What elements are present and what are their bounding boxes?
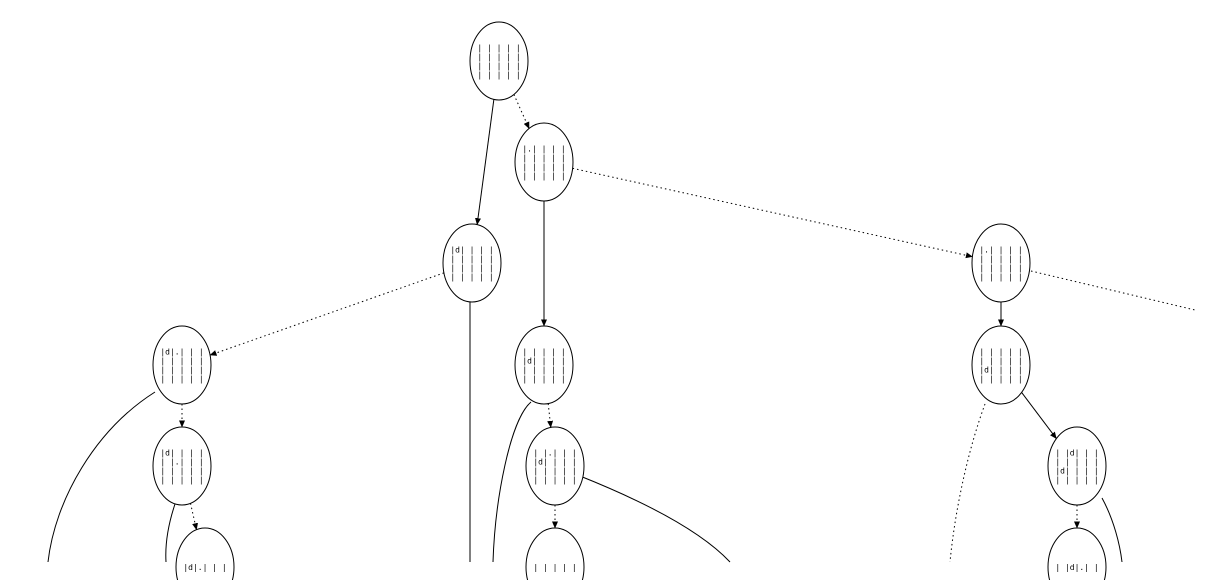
- node-ellipse: [1047, 527, 1107, 580]
- edge-n0-n1: [513, 94, 530, 130]
- node-ellipse: [152, 325, 212, 405]
- node-ellipse: [469, 21, 529, 101]
- tree-node-n10: | | | | || | | | ||d| | | || | | | |: [971, 325, 1031, 405]
- node-state-row: |.| | | |: [522, 145, 565, 154]
- node-state-row: | | | | |: [450, 264, 493, 273]
- node-ellipse: [514, 325, 574, 405]
- edges-layer: [47, 94, 1196, 563]
- node-state-row: | | | | |: [160, 476, 203, 485]
- node-state-row: | | | | |: [979, 357, 1022, 366]
- node-ellipse: [175, 527, 235, 580]
- edge-n10-offscreen: [949, 403, 986, 563]
- node-state-row: | | | | |: [533, 467, 576, 476]
- node-ellipse: [971, 325, 1031, 405]
- node-state-row: |d| | | |: [1055, 467, 1098, 476]
- node-state-row: | | | | |: [477, 44, 520, 53]
- node-state-row: |d| | | |: [533, 458, 576, 467]
- node-state-row: | |d|.| |: [1055, 563, 1098, 572]
- node-state-row: |d| | | |: [522, 357, 565, 366]
- tree-node-n8: |d|.| | |: [175, 527, 235, 580]
- edge-n0-n2: [475, 99, 495, 226]
- node-state-row: |d|.| | |: [183, 563, 226, 572]
- node-state-row: | | | | |: [979, 348, 1022, 357]
- node-state-row: | |.| | |: [160, 458, 203, 467]
- edge-n7-offscreen: [165, 503, 176, 563]
- node-ellipse: [525, 426, 585, 506]
- node-state-row: | | | | |: [522, 375, 565, 384]
- node-state-row: | |d| | |: [1055, 449, 1098, 458]
- edge-n1-n9: [572, 167, 973, 259]
- node-ellipse: [971, 223, 1031, 303]
- edge-n10-n11: [1021, 392, 1057, 439]
- node-state-row: | | | | |: [477, 53, 520, 62]
- node-state-row: | | | | |: [979, 273, 1022, 282]
- node-state-row: |d| | | |: [450, 246, 493, 255]
- tree-node-n0: | | | | || | | | || | | | || | | | |: [469, 21, 529, 101]
- edge-n4-offscreen: [579, 475, 731, 563]
- edge-n9-offscreen: [1030, 270, 1196, 311]
- node-ellipse: [152, 426, 212, 506]
- node-state-row: |d| | | |: [979, 366, 1022, 375]
- nodes-layer: | | | | || | | | || | | | || | | | ||.| …: [152, 21, 1107, 580]
- node-state-row: | | | | |: [522, 348, 565, 357]
- tree-node-n2: |d| | | || | | | || | | | || | | | |: [442, 223, 502, 303]
- tree-node-n9: |.| | | || | | | || | | | || | | | |: [971, 223, 1031, 303]
- tree-node-n7: |d| | | || |.| | || | | | || | | | |: [152, 426, 212, 506]
- edge-n6-offscreen: [47, 391, 156, 563]
- node-state-row: | | | | |: [522, 366, 565, 375]
- tree-node-n5: | | | | |: [525, 527, 585, 580]
- tree-node-n1: |.| | | || | | | || | | | || | | | |: [514, 122, 574, 202]
- node-state-row: | | | | |: [979, 264, 1022, 273]
- tree-node-n11: | |d| | || | | | ||d| | | || | | | |: [1047, 426, 1107, 506]
- node-state-row: |d| | | |: [160, 449, 203, 458]
- tree-node-n3: | | | | ||d| | | || | | | || | | | |: [514, 325, 574, 405]
- node-state-row: | | | | |: [450, 255, 493, 264]
- node-state-row: |d|.| | |: [160, 348, 203, 357]
- node-state-row: |.| | | |: [979, 246, 1022, 255]
- edge-n3-n4: [547, 403, 554, 428]
- node-state-row: | | | | |: [533, 476, 576, 485]
- node-state-row: | | | | |: [160, 375, 203, 384]
- node-ellipse: [525, 527, 585, 580]
- node-state-row: | |.| | |: [533, 449, 576, 458]
- edge-n2-n6: [209, 272, 445, 356]
- edge-n3-offscreen: [492, 401, 532, 563]
- node-state-row: | | | | |: [1055, 458, 1098, 467]
- node-state-row: | | | | |: [160, 366, 203, 375]
- node-state-row: | | | | |: [533, 563, 576, 572]
- node-state-row: | | | | |: [160, 467, 203, 476]
- node-state-row: | | | | |: [477, 62, 520, 71]
- node-state-row: | | | | |: [522, 172, 565, 181]
- node-ellipse: [442, 223, 502, 303]
- node-state-row: | | | | |: [979, 375, 1022, 384]
- edge-n11-offscreen: [1101, 497, 1123, 563]
- tree-node-n6: |d|.| | || | | | || | | | || | | | |: [152, 325, 212, 405]
- node-ellipse: [1047, 426, 1107, 506]
- tree-node-n12: | |d|.| |: [1047, 527, 1107, 580]
- node-state-row: | | | | |: [522, 154, 565, 163]
- node-state-row: | | | | |: [450, 273, 493, 282]
- node-state-row: | | | | |: [1055, 476, 1098, 485]
- node-state-row: | | | | |: [160, 357, 203, 366]
- node-state-row: | | | | |: [979, 255, 1022, 264]
- node-state-row: | | | | |: [522, 163, 565, 172]
- node-state-row: | | | | |: [477, 71, 520, 80]
- edge-n7-n8: [190, 503, 198, 531]
- node-ellipse: [514, 122, 574, 202]
- tree-node-n4: | |.| | ||d| | | || | | | || | | | |: [525, 426, 585, 506]
